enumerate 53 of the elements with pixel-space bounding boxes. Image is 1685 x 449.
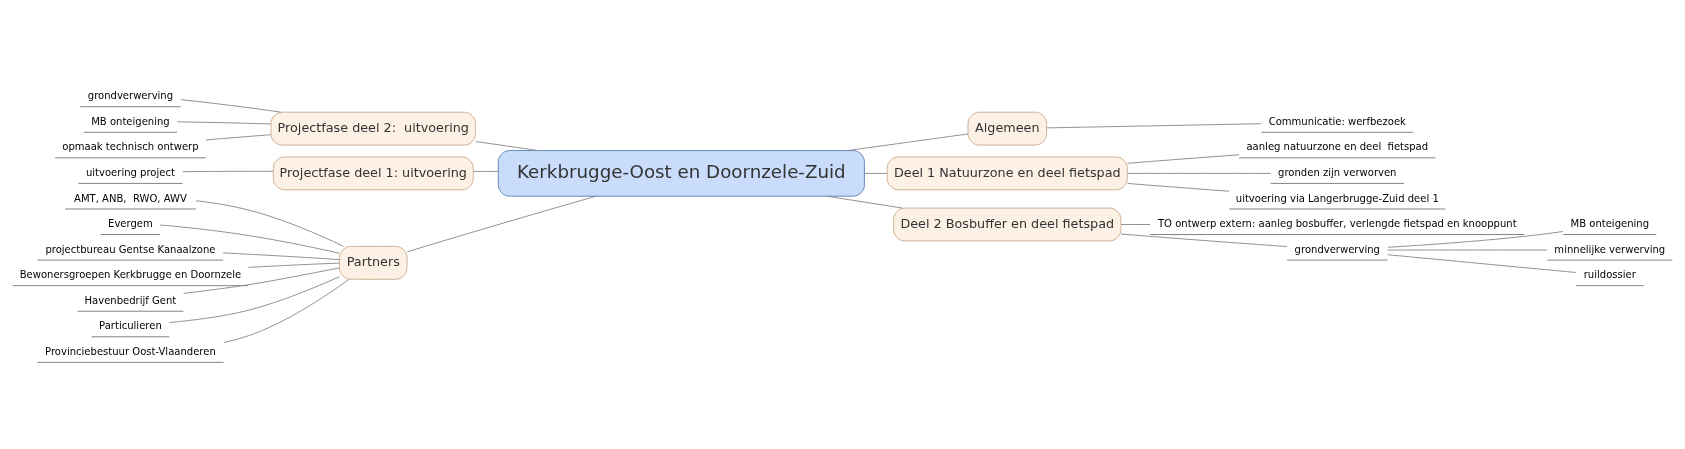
connector (1387, 231, 1564, 248)
node-text: projectbureau Gentse Kanaalzone (45, 243, 216, 255)
node-text: Bewonersgroepen Kerkbrugge en Doornzele (19, 269, 242, 281)
connector (1046, 123, 1262, 129)
node-text: Evergem (108, 218, 153, 230)
connector (176, 121, 272, 125)
node-box: Kerkbrugge-Oost en Doornzele-Zuid (497, 150, 865, 197)
node-box: Algemeen (967, 111, 1047, 146)
connector (475, 141, 539, 151)
connector (223, 279, 350, 343)
connector (180, 99, 282, 113)
connector (1127, 183, 1230, 192)
node-text: grondverwerving (1294, 243, 1380, 255)
connector (183, 267, 340, 294)
node-text: MB onteigening (1570, 218, 1650, 230)
connector (847, 133, 969, 151)
connector (1127, 154, 1240, 164)
connector (1387, 249, 1548, 251)
node-text: Havenbedrijf Gent (84, 294, 177, 306)
node-text: grondverwerving (87, 90, 174, 102)
connector (826, 195, 903, 209)
connector (195, 200, 344, 247)
node-text: ruildossier (1583, 269, 1636, 281)
connector (1120, 224, 1151, 225)
connector (222, 252, 340, 261)
connector (473, 170, 499, 172)
node-text: minnelijke verwerving (1554, 243, 1666, 255)
node-text: opmaak technisch ontwerp (62, 141, 199, 153)
node-box: Projectfase deel 1: uitvoering (272, 156, 474, 191)
connector (205, 134, 272, 141)
connector (1126, 172, 1272, 174)
node-box: Projectfase deel 2: uitvoering (270, 111, 476, 146)
node-text: MB onteigening (91, 115, 170, 127)
node-text: Particulieren (99, 320, 162, 332)
node-text: gronden zijn verworven (1278, 166, 1397, 178)
node-text: uitvoering via Langerbrugge-Zuid deel 1 (1235, 192, 1439, 204)
connector (1387, 254, 1577, 273)
connector (1120, 233, 1288, 247)
node-text: Provinciebestuur Oost-Vlaanderen (45, 345, 216, 357)
connector (864, 172, 888, 174)
node-text: AMT, ANB, RWO, AWV (74, 192, 187, 204)
node-text: uitvoering project (85, 166, 175, 178)
connector (159, 224, 340, 254)
node-text: aanleg natuurzone en deel fietspad (1246, 141, 1429, 153)
node-box: Partners (339, 245, 408, 280)
node-text: Communicatie: werfbezoek (1268, 115, 1406, 127)
node-box: Deel 1 Natuurzone en deel fietspad (886, 156, 1128, 191)
node-box: Deel 2 Bosbuffer en deel fietspad (893, 207, 1122, 242)
connector (169, 276, 340, 323)
connector (182, 170, 274, 173)
node-text: TO ontwerp extern: aanleg bosbuffer, verlengde fietspad en knooppunt (1157, 218, 1517, 230)
connector (247, 262, 340, 268)
connector (406, 195, 597, 253)
